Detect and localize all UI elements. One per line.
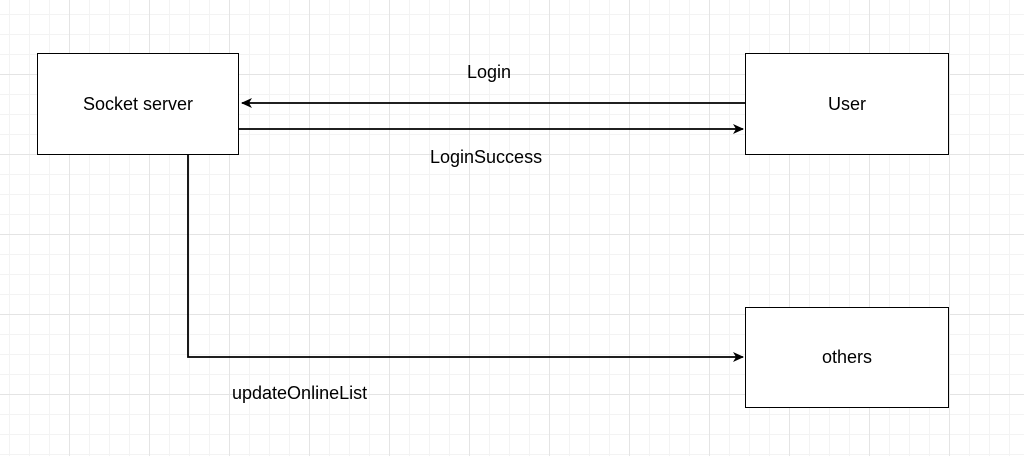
socket-server-node[interactable]: Socket server [37, 53, 239, 155]
login-success-edge-label: LoginSuccess [430, 147, 543, 167]
update-online-list-edge-label: updateOnlineList [232, 383, 368, 403]
socket-server-label: Socket server [82, 93, 194, 114]
user-node[interactable]: User [745, 53, 949, 155]
edge-update-online-list-arrow [187, 155, 744, 362]
login-edge-label: Login [467, 62, 512, 82]
others-label: others [821, 347, 873, 367]
others-node[interactable]: others [745, 307, 949, 408]
user-label: User [827, 93, 866, 114]
